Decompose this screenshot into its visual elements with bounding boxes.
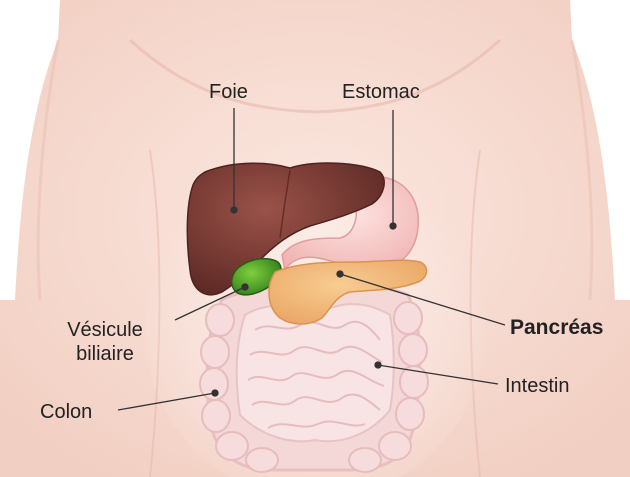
marker-pancreas bbox=[337, 271, 343, 277]
label-foie: Foie bbox=[209, 80, 248, 104]
label-pancreas: Pancréas bbox=[510, 316, 603, 340]
marker-foie bbox=[231, 207, 237, 213]
label-vesicule-line1: Vésicule bbox=[40, 318, 170, 342]
marker-colon bbox=[212, 390, 218, 396]
label-vesicule-line2: biliaire bbox=[40, 342, 170, 366]
marker-vesicule bbox=[242, 284, 248, 290]
label-colon: Colon bbox=[40, 400, 92, 424]
label-estomac: Estomac bbox=[342, 80, 420, 104]
marker-intestin bbox=[375, 362, 381, 368]
label-intestin: Intestin bbox=[505, 374, 569, 398]
marker-estomac bbox=[390, 223, 396, 229]
label-vesicule-biliaire: Vésicule biliaire bbox=[40, 318, 170, 366]
small-intestine bbox=[237, 304, 394, 441]
